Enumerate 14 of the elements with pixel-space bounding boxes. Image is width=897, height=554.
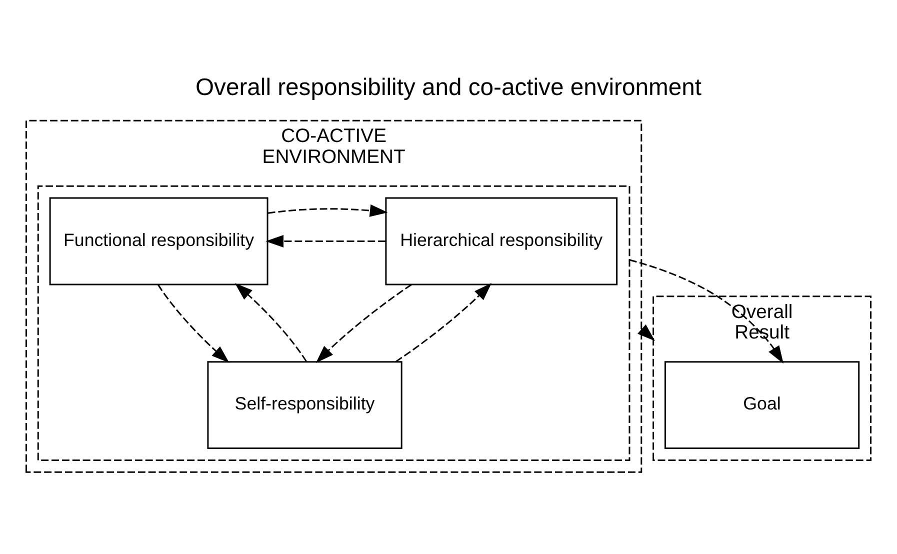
arrow [629, 259, 784, 364]
arrow [268, 204, 388, 217]
diagram-title: Overall responsibility and co-active environment [196, 74, 702, 101]
arrow [234, 283, 307, 362]
cluster [37, 185, 630, 461]
node-box: Self-responsibility [207, 361, 402, 450]
node-box: Functional responsibility [49, 197, 268, 286]
node-box: Goal [664, 361, 860, 450]
arrow [157, 284, 230, 363]
arrow [637, 324, 655, 342]
arrow [266, 235, 386, 248]
arrow [316, 284, 412, 363]
node-box: Hierarchical responsibility [385, 197, 618, 286]
arrow [395, 282, 492, 362]
